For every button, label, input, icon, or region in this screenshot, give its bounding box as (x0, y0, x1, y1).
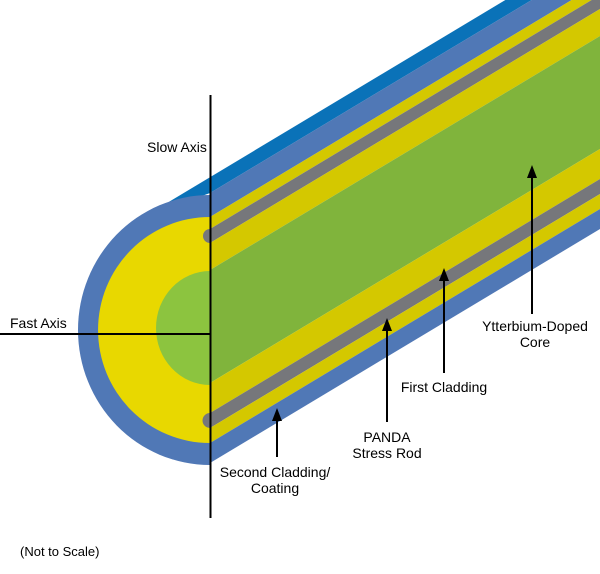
coating-label-line1: Second Cladding/ (220, 464, 331, 480)
coating-arrow (272, 408, 282, 457)
coating-label-line2: Coating (251, 480, 299, 496)
cladding-strip-bottom-inner (210, 149, 600, 413)
stress-rod-arrow (382, 318, 392, 422)
stress-rod-end-top (203, 229, 210, 243)
core-label-line1: Ytterbium-Doped (482, 318, 588, 334)
core-label-line2: Core (520, 334, 551, 350)
core-end-face (156, 271, 210, 385)
core-arrow (527, 165, 537, 314)
core-strip (210, 36, 600, 383)
cladding-strip-top-inner (210, 9, 600, 270)
fast-axis-label: Fast Axis (10, 315, 67, 331)
slow-axis-label: Slow Axis (147, 139, 207, 155)
not-to-scale-note: (Not to Scale) (20, 544, 99, 559)
cladding-strip-bottom-outer (210, 194, 600, 443)
stress-rod-label-line2: Stress Rod (352, 445, 421, 461)
stress-rod-end-bottom (202, 413, 210, 428)
first-cladding-label: First Cladding (401, 379, 487, 395)
cladding-end-face (98, 217, 210, 443)
first-cladding-arrow (439, 268, 449, 373)
stress-rod-strip-top (210, 0, 600, 243)
outer-surface (142, 0, 532, 218)
stress-rod-strip-bottom (210, 179, 600, 428)
coating-strip-bottom (210, 209, 600, 463)
stress-rod-label-line1: PANDA (363, 429, 411, 445)
